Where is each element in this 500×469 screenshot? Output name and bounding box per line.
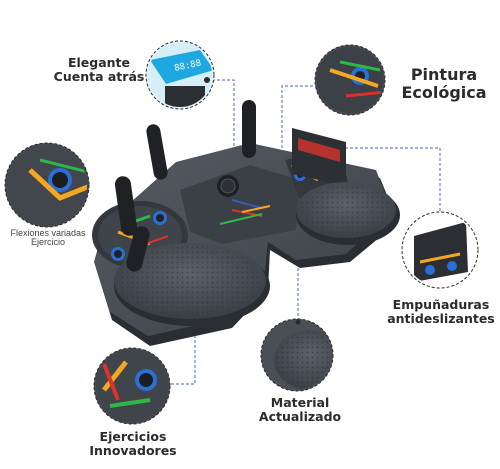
callout-pushup [4, 142, 90, 228]
pushup-board [92, 100, 400, 346]
zoom-detail-icon [295, 319, 301, 325]
countdown-display-icon [204, 77, 210, 83]
label-grips: Empuñaduras antideslizantes [387, 297, 495, 326]
label-pushup: Flexiones variadas Ejercicio [10, 228, 86, 248]
label-exercises: Ejercicios Innovadores [89, 429, 177, 458]
callout-grips [401, 211, 479, 289]
callout-countdown: 88:88 [145, 40, 215, 110]
callout-exercises [93, 347, 171, 425]
label-material: Material Actualizado [258, 395, 342, 424]
callout-paint [314, 44, 386, 116]
label-countdown: Elegante Cuenta atrás [53, 55, 145, 84]
callout-material [260, 318, 334, 392]
label-paint: Pintura Ecológica [401, 65, 487, 102]
